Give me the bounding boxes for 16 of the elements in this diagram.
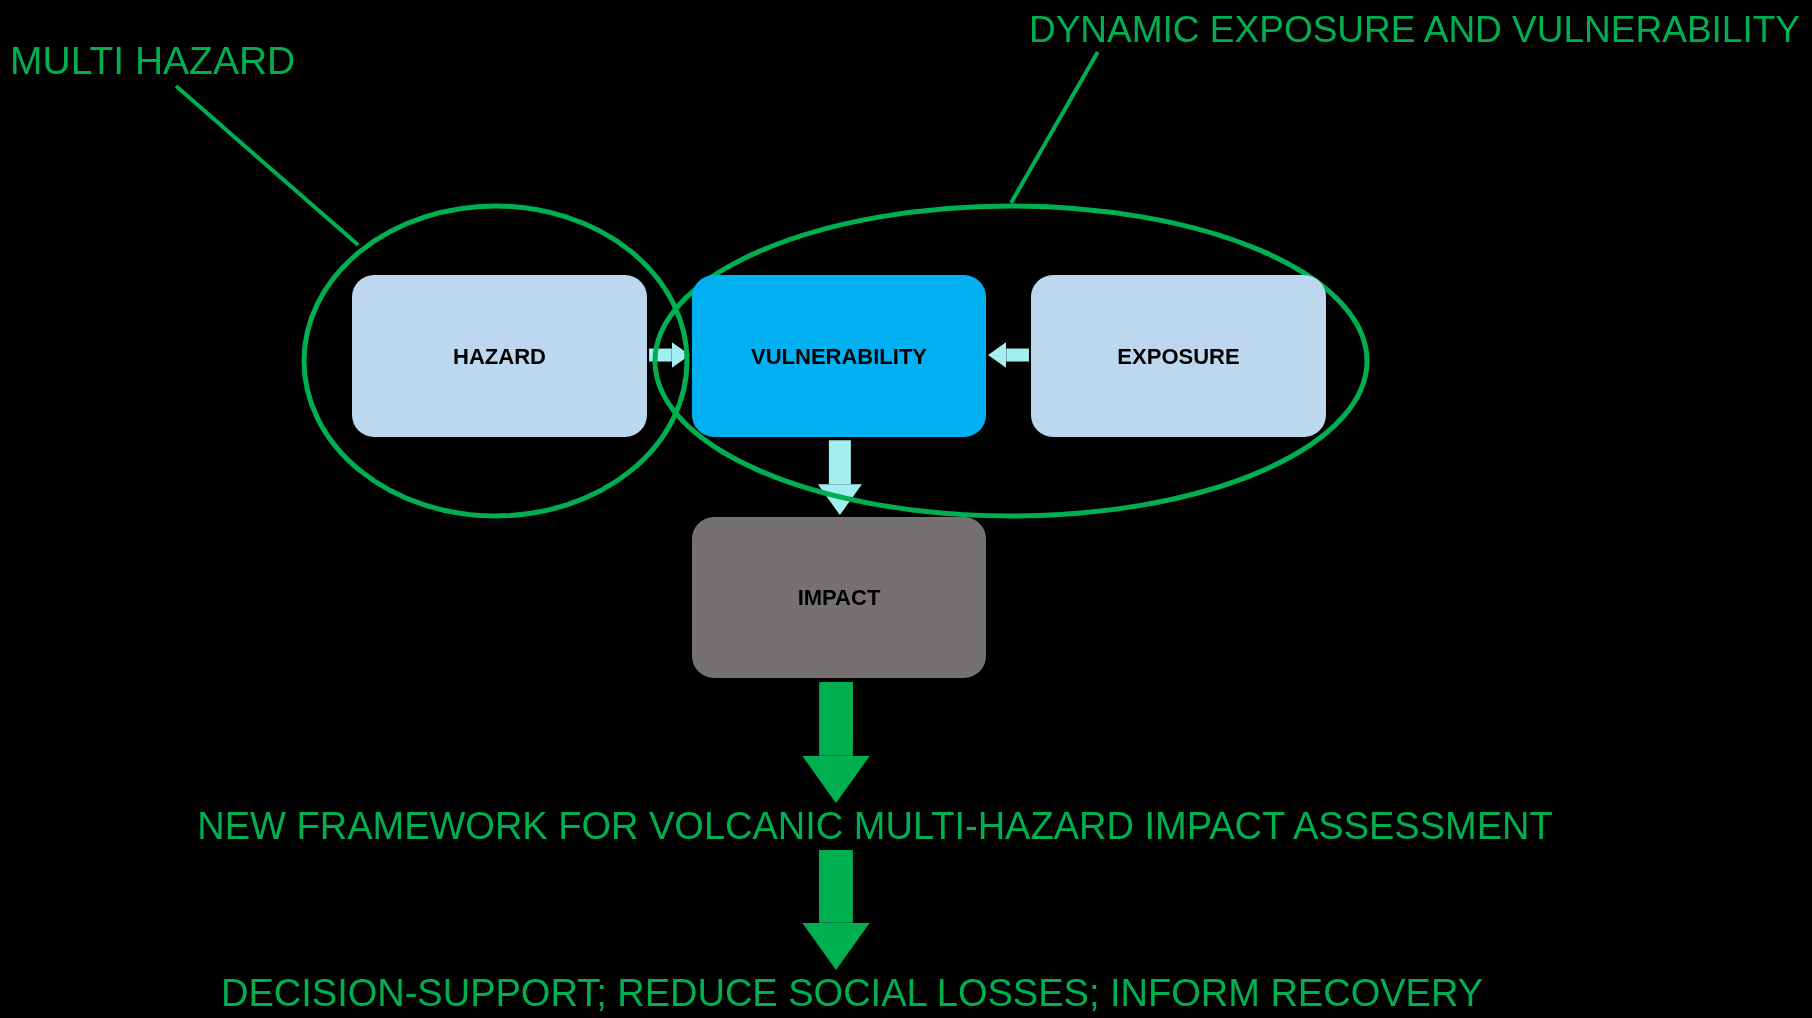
heading-text: NEW FRAMEWORK FOR VOLCANIC MULTI-HAZARD IMPACT ASSESSMENT <box>197 807 1553 845</box>
process-box: VULNERABILITY <box>692 275 986 437</box>
process-box: HAZARD <box>352 275 647 437</box>
block-arrow <box>817 440 862 516</box>
heading-text: DYNAMIC EXPOSURE AND VULNERABILITY <box>1028 10 1800 48</box>
leader-line <box>1009 51 1100 204</box>
ellipse-outline <box>301 203 690 519</box>
process-box: IMPACT <box>692 517 986 678</box>
heading-text: DECISION-SUPPORT; REDUCE SOCIAL LOSSES; INFORM RECOVERY <box>221 974 1483 1012</box>
leader-line <box>174 84 360 247</box>
ellipse-outline <box>652 203 1370 519</box>
block-arrow <box>802 850 870 970</box>
block-arrow <box>802 682 870 804</box>
process-box: EXPOSURE <box>1031 275 1326 437</box>
block-arrow <box>988 342 1029 369</box>
heading-text: MULTI HAZARD <box>10 40 296 80</box>
